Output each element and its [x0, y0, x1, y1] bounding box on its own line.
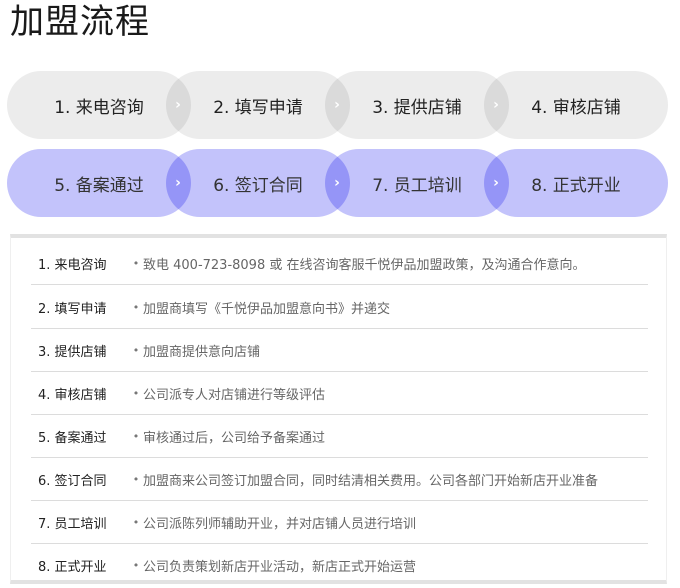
process-steps-row-2: 5. 备案通过 6. 签订合同 7. 员工培训 8. 正式开业 › › ›: [0, 149, 680, 217]
detail-step-label: 5. 备案通过: [38, 430, 107, 446]
bullet-icon: •: [132, 256, 140, 270]
detail-row: 3. 提供店铺 • 加盟商提供意向店铺: [31, 329, 648, 372]
step-pill-8[interactable]: 8. 正式开业: [484, 149, 668, 217]
chevron-right-icon: ›: [493, 97, 499, 113]
detail-step-label: 3. 提供店铺: [38, 344, 107, 360]
chevron-right-icon: ›: [334, 97, 340, 113]
step-pill-1[interactable]: 1. 来电咨询: [7, 71, 191, 139]
detail-description: 审核通过后，公司给予备案通过: [143, 430, 326, 446]
step-pill-7[interactable]: 7. 员工培训: [325, 149, 509, 217]
step-label: 3. 提供店铺: [372, 97, 462, 118]
detail-description: 加盟商填写《千悦伊品加盟意向书》并递交: [143, 301, 391, 317]
step-pill-3[interactable]: 3. 提供店铺: [325, 71, 509, 139]
detail-description: 公司负责策划新店开业活动，新店正式开始运营: [143, 560, 417, 575]
detail-row: 1. 来电咨询 • 致电 400-723-8098 或 在线咨询客服千悦伊品加盟…: [31, 242, 648, 285]
step-pill-4[interactable]: 4. 审核店铺: [484, 71, 668, 139]
process-steps-row-1: 1. 来电咨询 2. 填写申请 3. 提供店铺 4. 审核店铺 › › ›: [0, 71, 680, 139]
bullet-icon: •: [132, 559, 140, 572]
detail-row: 7. 员工培训 • 公司派陈列师辅助开业，并对店铺人员进行培训: [31, 501, 648, 544]
process-details-panel: 1. 来电咨询 • 致电 400-723-8098 或 在线咨询客服千悦伊品加盟…: [10, 234, 667, 584]
page-title: 加盟流程: [10, 2, 150, 42]
step-pill-2[interactable]: 2. 填写申请: [166, 71, 350, 139]
detail-row: 6. 签订合同 • 加盟商来公司签订加盟合同，同时结清相关费用。公司各部门开始新…: [31, 458, 648, 501]
step-label: 1. 来电咨询: [54, 97, 144, 118]
detail-description: 加盟商提供意向店铺: [143, 344, 261, 360]
bullet-icon: •: [132, 515, 140, 529]
detail-step-label: 7. 员工培训: [38, 516, 107, 532]
detail-description: 致电 400-723-8098 或 在线咨询客服千悦伊品加盟政策，及沟通合作意向…: [143, 257, 586, 273]
step-label: 7. 员工培训: [372, 175, 462, 196]
detail-description: 公司派陈列师辅助开业，并对店铺人员进行培训: [143, 516, 417, 532]
bullet-icon: •: [132, 343, 140, 357]
bullet-icon: •: [132, 472, 140, 486]
detail-step-label: 4. 审核店铺: [38, 387, 107, 403]
chevron-right-icon: ›: [175, 175, 181, 191]
detail-step-label: 2. 填写申请: [38, 301, 107, 317]
step-label: 2. 填写申请: [213, 97, 303, 118]
bullet-icon: •: [132, 386, 140, 400]
detail-step-label: 6. 签订合同: [38, 473, 107, 489]
detail-description: 公司派专人对店铺进行等级评估: [143, 387, 326, 403]
step-label: 4. 审核店铺: [531, 97, 621, 118]
step-label: 5. 备案通过: [54, 175, 144, 196]
step-label: 6. 签订合同: [213, 175, 303, 196]
detail-row: 2. 填写申请 • 加盟商填写《千悦伊品加盟意向书》并递交: [31, 286, 648, 329]
detail-step-label: 1. 来电咨询: [38, 257, 107, 273]
detail-row: 4. 审核店铺 • 公司派专人对店铺进行等级评估: [31, 372, 648, 415]
step-pill-6[interactable]: 6. 签订合同: [166, 149, 350, 217]
chevron-right-icon: ›: [493, 175, 499, 191]
detail-row: 8. 正式开业 • 公司负责策划新店开业活动，新店正式开始运营: [31, 544, 648, 587]
detail-row: 5. 备案通过 • 审核通过后，公司给予备案通过: [31, 415, 648, 458]
chevron-right-icon: ›: [175, 97, 181, 113]
detail-description: 加盟商来公司签订加盟合同，同时结清相关费用。公司各部门开始新店开业准备: [143, 473, 599, 489]
detail-step-label: 8. 正式开业: [38, 560, 107, 575]
step-pill-5[interactable]: 5. 备案通过: [7, 149, 191, 217]
step-label: 8. 正式开业: [531, 175, 621, 196]
bullet-icon: •: [132, 300, 140, 314]
chevron-right-icon: ›: [334, 175, 340, 191]
bullet-icon: •: [132, 429, 140, 443]
